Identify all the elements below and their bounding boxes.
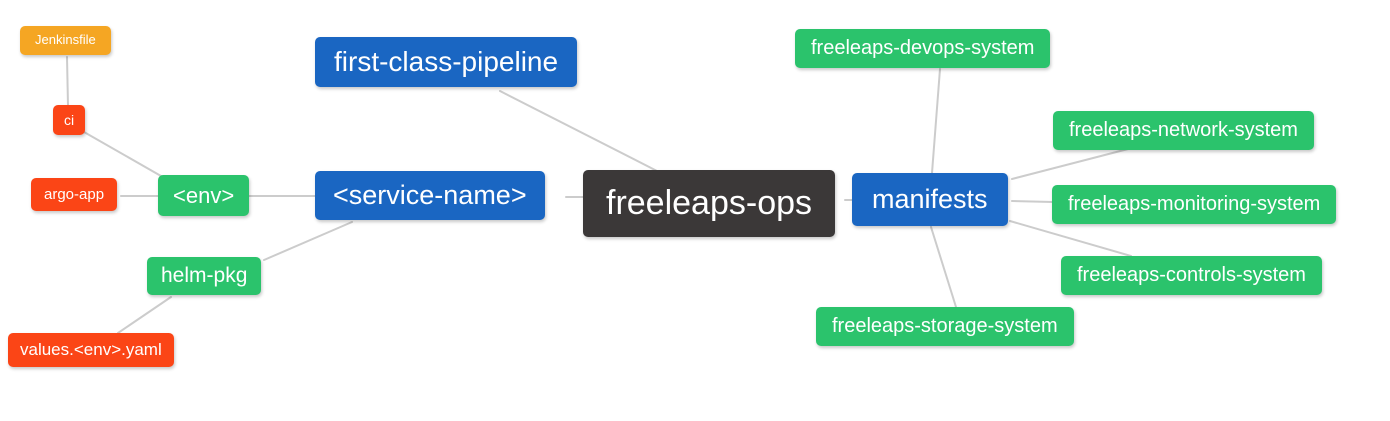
- edge-helmpkg-servicename: [263, 221, 353, 261]
- node-argo-app[interactable]: argo-app: [31, 178, 118, 212]
- node-freeleaps-ops[interactable]: freeleaps-ops: [583, 170, 836, 238]
- node-freeleaps-storage-system[interactable]: freeleaps-storage-system: [816, 307, 1074, 346]
- node-env[interactable]: <env>: [158, 175, 250, 217]
- edge-ci-env: [83, 131, 169, 181]
- node-freeleaps-devops-system[interactable]: freeleaps-devops-system: [795, 29, 1051, 68]
- node-freeleaps-network-system[interactable]: freeleaps-network-system: [1053, 111, 1314, 150]
- edge-jenkinsfile-ci: [66, 56, 69, 107]
- node-manifests[interactable]: manifests: [852, 173, 1008, 227]
- node-first-class-pipeline[interactable]: first-class-pipeline: [315, 37, 578, 88]
- node-service-name[interactable]: <service-name>: [315, 171, 545, 221]
- edge-manifests-storage: [930, 226, 957, 308]
- node-ci[interactable]: ci: [53, 105, 86, 136]
- edge-manifests-devops: [931, 68, 941, 174]
- node-values-env-yaml[interactable]: values.<env>.yaml: [8, 333, 174, 367]
- edge-valuesyaml-helmpkg: [117, 296, 172, 334]
- node-freeleaps-controls-system[interactable]: freeleaps-controls-system: [1061, 256, 1322, 295]
- edge-manifests-monitoring: [1011, 200, 1054, 203]
- edge-manifests-network: [1011, 148, 1129, 180]
- node-helm-pkg[interactable]: helm-pkg: [147, 257, 262, 296]
- node-jenkinsfile[interactable]: Jenkinsfile: [20, 26, 111, 55]
- edge-pipeline-ops: [499, 90, 658, 172]
- node-freeleaps-monitoring-system[interactable]: freeleaps-monitoring-system: [1052, 185, 1337, 224]
- edge-manifests-controls: [1009, 220, 1132, 257]
